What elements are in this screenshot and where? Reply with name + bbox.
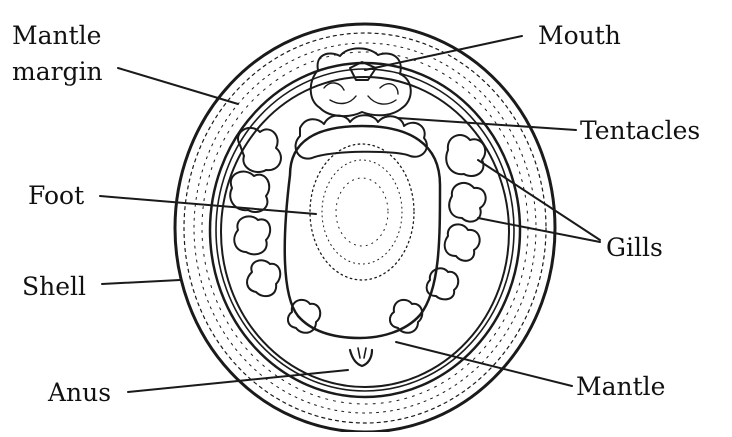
label-foot: Foot [28,181,84,210]
leader-mantle-margin [118,68,238,104]
leader-foot [100,196,316,214]
label-tentacles: Tentacles [580,116,700,145]
anus [350,348,372,366]
label-mantle: Mantle [576,372,665,401]
leader-shell [102,280,180,284]
leader-gills-upper [478,160,600,240]
label-shell: Shell [22,272,86,301]
leader-gills-lower [478,218,600,242]
label-anus: Anus [47,378,111,407]
label-gills: Gills [606,233,663,262]
label-mouth: Mouth [538,21,621,50]
label-mantle-margin-line2: margin [12,57,103,86]
tentacles [296,115,427,158]
label-mantle-margin-line1: Mantle [12,21,101,50]
shell-ring [175,24,555,432]
